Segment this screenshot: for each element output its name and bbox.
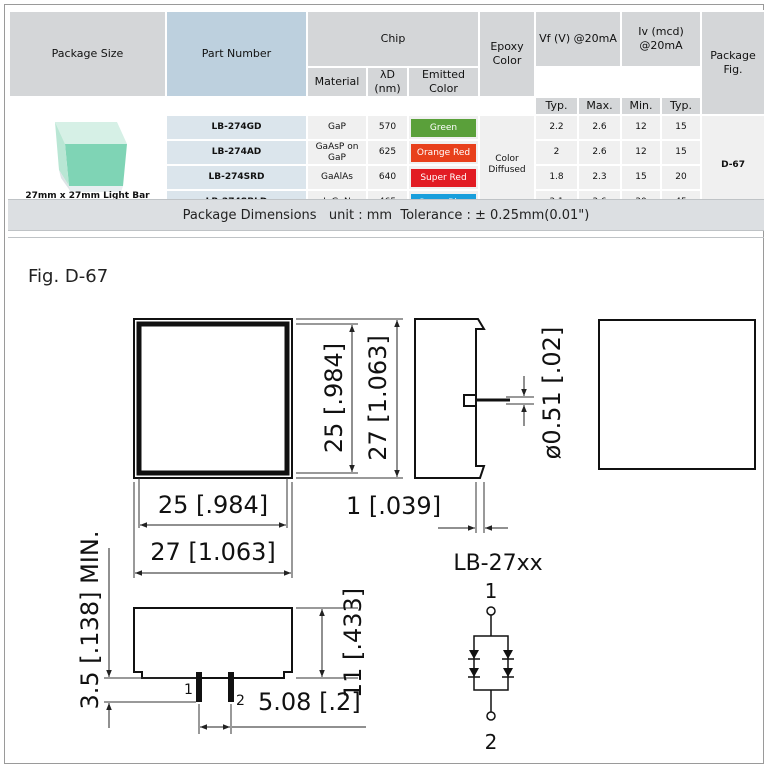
iv-typ: 15 [659,139,703,166]
header-iv: Iv (mcd) @20mA [619,10,703,68]
vf-typ: 2 [534,139,579,166]
header-chip: Chip [306,10,480,68]
side-view: 1 [.039] ø0.51 [.02] [346,318,566,533]
color-swatch: Super Red [411,168,476,187]
table-row: LB-274AD GaAsP on GaP 625 Orange Red 2 2… [9,139,765,166]
dim-pitch: 5.08 [.2] [258,688,361,716]
iv-typ: 15 [659,114,703,141]
package-caption: 27mm x 27mm Light Bar [25,191,150,201]
material: GaAsP on GaP [306,139,368,166]
schematic-pin2: 2 [485,730,498,754]
material: GaP [306,114,368,141]
material: GaAlAs [306,164,368,191]
part-number: LB-274GD [165,114,308,141]
vf-typ: 1.8 [534,164,579,191]
header-vf-max: Max. [577,96,622,116]
light-bar-icon [54,122,127,192]
header-vf-typ: Typ. [534,96,579,116]
part-number: LB-274AD [165,139,308,166]
header-iv-typ: Typ. [659,96,703,116]
vf-max: 2.6 [577,114,622,141]
pin2-label: 2 [236,693,245,709]
header-wavelength: λD (nm) [366,66,409,98]
pin1-label: 1 [184,682,193,698]
header-package-fig: Package Fig. [700,10,767,116]
header-emitted-color: Emitted Color [407,66,480,98]
schematic: LB-27xx 1 2 [453,551,542,754]
wavelength: 640 [366,164,409,191]
header-package-size: Package Size [8,10,167,98]
spec-table: Package Size Part Number Chip Epoxy Colo… [8,10,767,216]
part-number: LB-274SRD [165,164,308,191]
dim-thickness: 1 [.039] [346,492,441,520]
header-material: Material [306,66,368,98]
dim-top-inner-width: 25 [.984] [158,491,268,519]
dim-body-height: 11 [.433] [339,588,367,698]
header-vf: Vf (V) @20mA [534,10,622,68]
dim-height-outer: 27 [1.063] [364,335,392,461]
vf-typ: 2.2 [534,114,579,141]
iv-typ: 20 [659,164,703,191]
back-view [598,319,756,470]
bottom-view: 3.5 [.138] MIN. 11 [.433] 1 2 5.08 [.2] [76,531,367,734]
table-row: LB-274SRD GaAlAs 640 Super Red 1.8 2.3 1… [9,164,765,191]
schematic-pin1: 1 [485,579,498,603]
fig-label: Fig. D-67 [28,266,108,287]
mechanical-drawing: Fig. D-67 25 [.984] 27 [1.063] 25 [.984]… [8,237,764,762]
diode-icon [468,650,514,678]
schematic-title: LB-27xx [453,551,542,576]
dim-top-outer-width: 27 [1.063] [150,538,276,566]
iv-min: 12 [620,114,662,141]
dim-height-inner: 25 [.984] [320,343,348,453]
vf-max: 2.6 [577,139,622,166]
color-swatch: Green [411,118,476,137]
header-epoxy-color: Epoxy Color [478,10,536,98]
iv-min: 12 [620,139,662,166]
header-iv-min: Min. [620,96,662,116]
header-part-number: Part Number [165,10,308,98]
iv-min: 15 [620,164,662,191]
wavelength: 570 [366,114,409,141]
vf-max: 2.3 [577,164,622,191]
package-dimensions-bar: Package Dimensions unit : mm Tolerance :… [8,199,764,231]
height-dimensions: 25 [.984] 27 [1.063] [296,318,403,479]
dim-pin-diameter: ø0.51 [.02] [538,327,566,460]
drawing-svg: Fig. D-67 25 [.984] 27 [1.063] 25 [.984]… [28,266,756,754]
package-illustration: 27mm x 27mm Light Bar [11,108,165,204]
dim-lead-min: 3.5 [.138] MIN. [76,531,104,710]
wavelength: 625 [366,139,409,166]
package-dimensions-label: Package Dimensions unit : mm Tolerance :… [182,207,590,223]
front-view: 25 [.984] 27 [1.063] [133,318,293,578]
color-swatch: Orange Red [411,143,476,162]
